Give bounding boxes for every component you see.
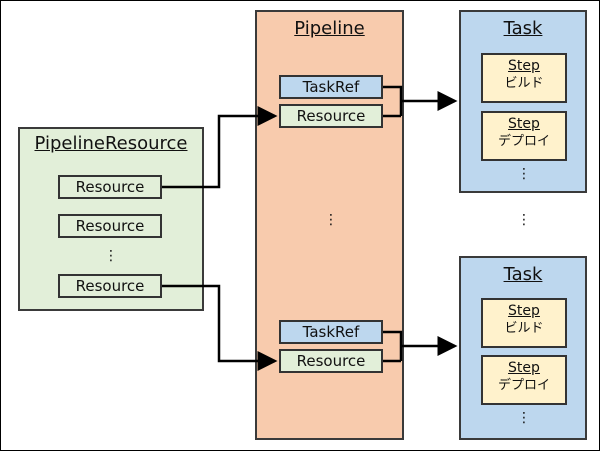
pipeline-ellipsis: ⋮	[324, 212, 338, 228]
resource-ellipsis: ⋮	[104, 248, 118, 264]
resource-chip: Resource	[58, 214, 162, 238]
step-sublabel: ビルド	[504, 76, 544, 91]
step-box: Step ビルド	[481, 298, 567, 348]
task-panel: Task	[459, 256, 587, 440]
arrow-resource-to-pipeline-bottom	[162, 284, 278, 371]
pipeline-resource-chip: Resource	[279, 104, 383, 128]
resource-chip: Resource	[58, 175, 162, 199]
step-label: Step	[508, 303, 540, 319]
tasks-ellipsis: ⋮	[517, 212, 531, 228]
resource-chip: Resource	[58, 274, 162, 298]
taskref-chip: TaskRef	[279, 320, 383, 344]
step-sublabel: デプロイ	[497, 378, 550, 393]
step-sublabel: ビルド	[504, 321, 544, 336]
step-sublabel: デプロイ	[497, 134, 550, 149]
arrow-resource-to-pipeline-top	[162, 106, 278, 189]
task-title: Task	[503, 18, 543, 39]
task-title: Task	[503, 264, 543, 285]
taskref-chip: TaskRef	[279, 75, 383, 99]
pipeline-resource-title: PipelineResource	[34, 133, 188, 154]
task-step-ellipsis: ⋮	[517, 410, 531, 426]
step-label: Step	[508, 58, 540, 74]
step-label: Step	[508, 360, 540, 376]
connector-taskref-bottom	[383, 330, 403, 361]
step-box: Step デプロイ	[481, 111, 567, 161]
connector-taskref-top	[383, 85, 403, 116]
task-step-ellipsis: ⋮	[517, 166, 531, 182]
step-box: Step デプロイ	[481, 355, 567, 405]
pipeline-resource-chip: Resource	[279, 349, 383, 373]
pipeline-title: Pipeline	[294, 18, 365, 39]
step-box: Step ビルド	[481, 53, 567, 103]
step-label: Step	[508, 116, 540, 132]
